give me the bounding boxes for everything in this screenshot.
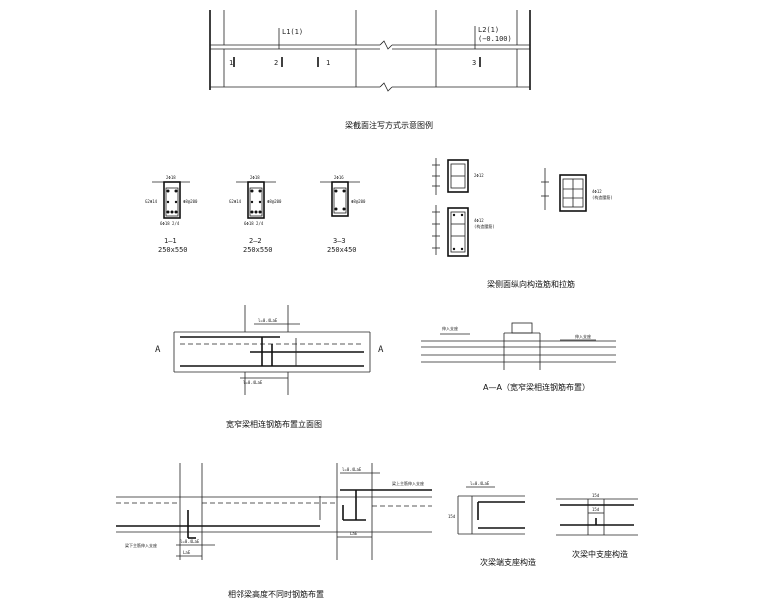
wide-narrow-elevation: l=0.4LaE l=0.4LaE A A 宽窄梁相连钢筋布置立面图 [155,305,384,429]
section-mark-1b: 1 [326,59,330,67]
secondary-beam-middle: 15d 15d 次梁中支座构造 [556,493,638,559]
section-2-id: 2—2 [249,237,262,245]
beam1-label: L1(1) [282,28,303,36]
section-2-side: G2Φ14 [229,199,242,204]
aa-note-left: 伸入支座 [442,325,458,331]
caption-aa: A—A（宽窄梁相连钢筋布置） [483,382,590,392]
side-note-3: (构造腰筋) [474,223,495,229]
side-bars-detail: 2Φ12 4Φ12 (构造腰筋) 4Φ12 (构造腰筋) 梁侧面纵向构造筋和拉筋 [432,158,613,289]
dh-dim-2: LaE [183,550,191,555]
section-3-top-bar: 2Φ16 [334,175,344,180]
beam2-label: L2(1) [478,26,499,34]
side-note-2: 4Φ12 [474,218,484,223]
section-1-bottom: 6Φ18 2/4 [160,221,180,226]
se-dim-2: 15d [448,514,456,519]
side-note-5: (构造腰筋) [592,194,613,200]
section-a-left: A [155,345,161,355]
dh-note-1: 梁下主筋伸入支座 [125,542,157,548]
caption-side-bars: 梁侧面纵向构造筋和拉筋 [487,279,575,289]
aa-note-right: 伸入支座 [575,333,591,339]
beam-plan-legend: L1(1) L2(1) (−0.100) 1 2 1 3 梁截面注写方式示意图例 [209,10,531,130]
dh-dim-1: l=0.4LaE [180,539,200,544]
secondary-beam-end: l=0.4LaE 15d 次梁端支座构造 [448,481,536,567]
beam2-offset: (−0.100) [478,35,512,43]
side-note-1: 2Φ12 [474,173,484,178]
section-mark-3: 3 [472,59,476,67]
dh-dim-3: LaE [350,531,358,536]
section-3-stirrup: Φ8@200 [351,199,366,204]
wn-dim-top: l=0.4LaE [258,318,278,323]
dh-note-2: 梁上主筋伸入支座 [392,480,424,486]
caption-sec-mid: 次梁中支座构造 [572,549,628,559]
section-1-top-bar: 2Φ18 [166,175,176,180]
section-a-right: A [378,345,384,355]
caption-plan-legend: 梁截面注写方式示意图例 [345,120,433,130]
section-mark-2: 2 [274,59,278,67]
section-3-id: 3—3 [333,237,346,245]
diff-height-elevation: l=0.4LaE LaE LaE l=0.4LaE 梁下主筋伸入支座 梁上主筋伸… [116,463,432,599]
section-2-top-bar: 2Φ18 [250,175,260,180]
sm-dim-2: 15d [592,507,600,512]
section-2-2: 2Φ18 G2Φ14 Φ8@200 6Φ18 2/4 2—2 250x550 [229,175,282,254]
caption-diff-height: 相邻梁高度不同时钢筋布置 [228,589,324,599]
section-1-1: 2Φ18 G2Φ14 Φ8@200 6Φ18 2/4 1—1 250x550 [145,175,198,254]
section-3-3: 2Φ16 Φ8@200 3—3 250x450 [320,175,366,254]
sm-dim-1: 15d [592,493,600,498]
section-1-size: 250x550 [158,246,188,254]
aa-section-plan: 伸入支座 伸入支座 A—A（宽窄梁相连钢筋布置） [421,322,616,392]
section-2-stirrup: Φ8@200 [267,199,282,204]
wn-dim-bottom: l=0.4LaE [243,380,263,385]
caption-wide-narrow: 宽窄梁相连钢筋布置立面图 [226,419,322,429]
section-1-side: G2Φ14 [145,199,158,204]
section-2-size: 250x550 [243,246,273,254]
section-2-bottom: 6Φ18 2/4 [244,221,264,226]
section-1-id: 1—1 [164,237,177,245]
section-3-size: 250x450 [327,246,357,254]
se-dim: l=0.4LaE [470,481,490,486]
side-note-4: 4Φ12 [592,189,602,194]
section-1-stirrup: Φ8@200 [183,199,198,204]
caption-sec-end: 次梁端支座构造 [480,557,536,567]
dh-dim-4: l=0.4LaE [342,467,362,472]
section-mark-1a: 1 [229,59,233,67]
